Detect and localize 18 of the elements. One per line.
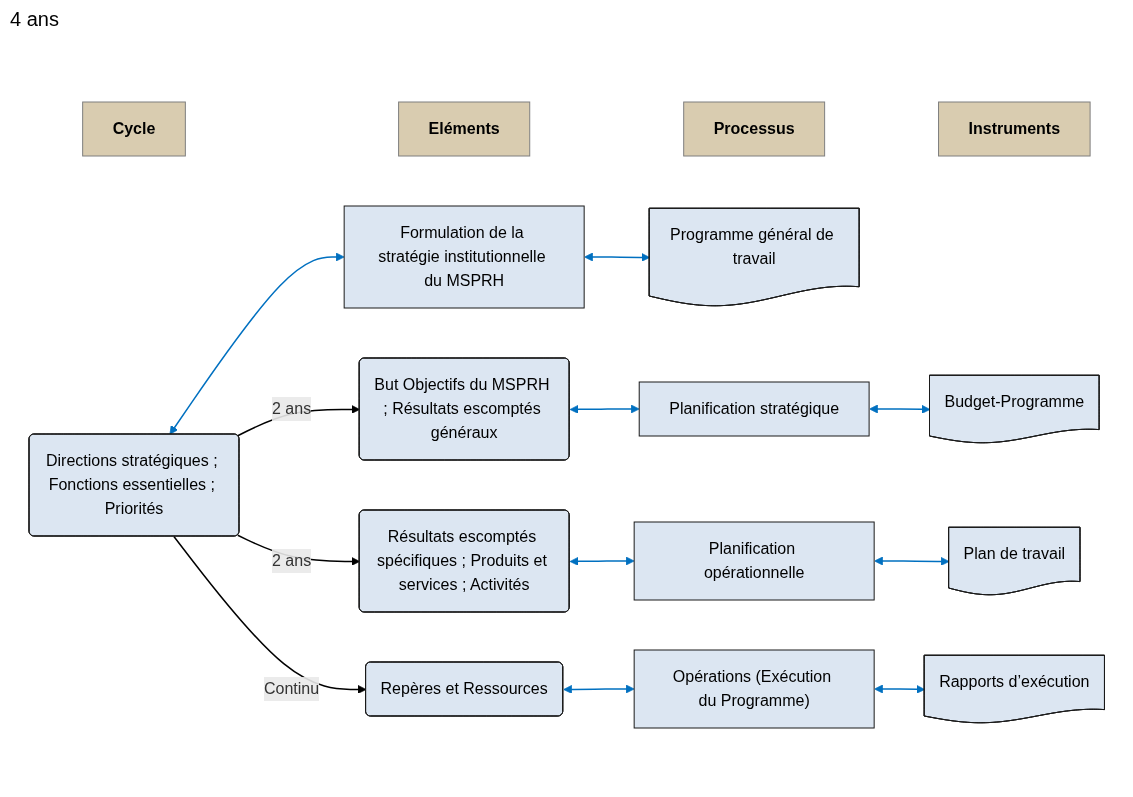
node-box: Opérations (Exécution du Programme) (633, 649, 875, 729)
node-box: Instruments (937, 101, 1091, 157)
edge-label: Continu (263, 680, 319, 697)
arrow (563, 684, 635, 694)
edge-label: 2 ans (271, 552, 311, 569)
arrow (169, 252, 345, 435)
node-box: Eléments (397, 101, 530, 157)
node-box: Planification opérationnelle (633, 521, 875, 601)
node-box: Processus (682, 101, 825, 157)
node-box: Cycle (81, 101, 186, 157)
node-box: Formulation de la stratégie institutionnelle du MSPRH (343, 205, 585, 309)
cycle-label: 4 ans (10, 8, 59, 30)
node-box: Planification stratégique (638, 381, 870, 437)
edge-label: 2 ans (271, 400, 311, 417)
arrow (868, 404, 931, 414)
arrow (873, 556, 950, 566)
arrow (569, 404, 640, 414)
arrow (569, 556, 635, 566)
